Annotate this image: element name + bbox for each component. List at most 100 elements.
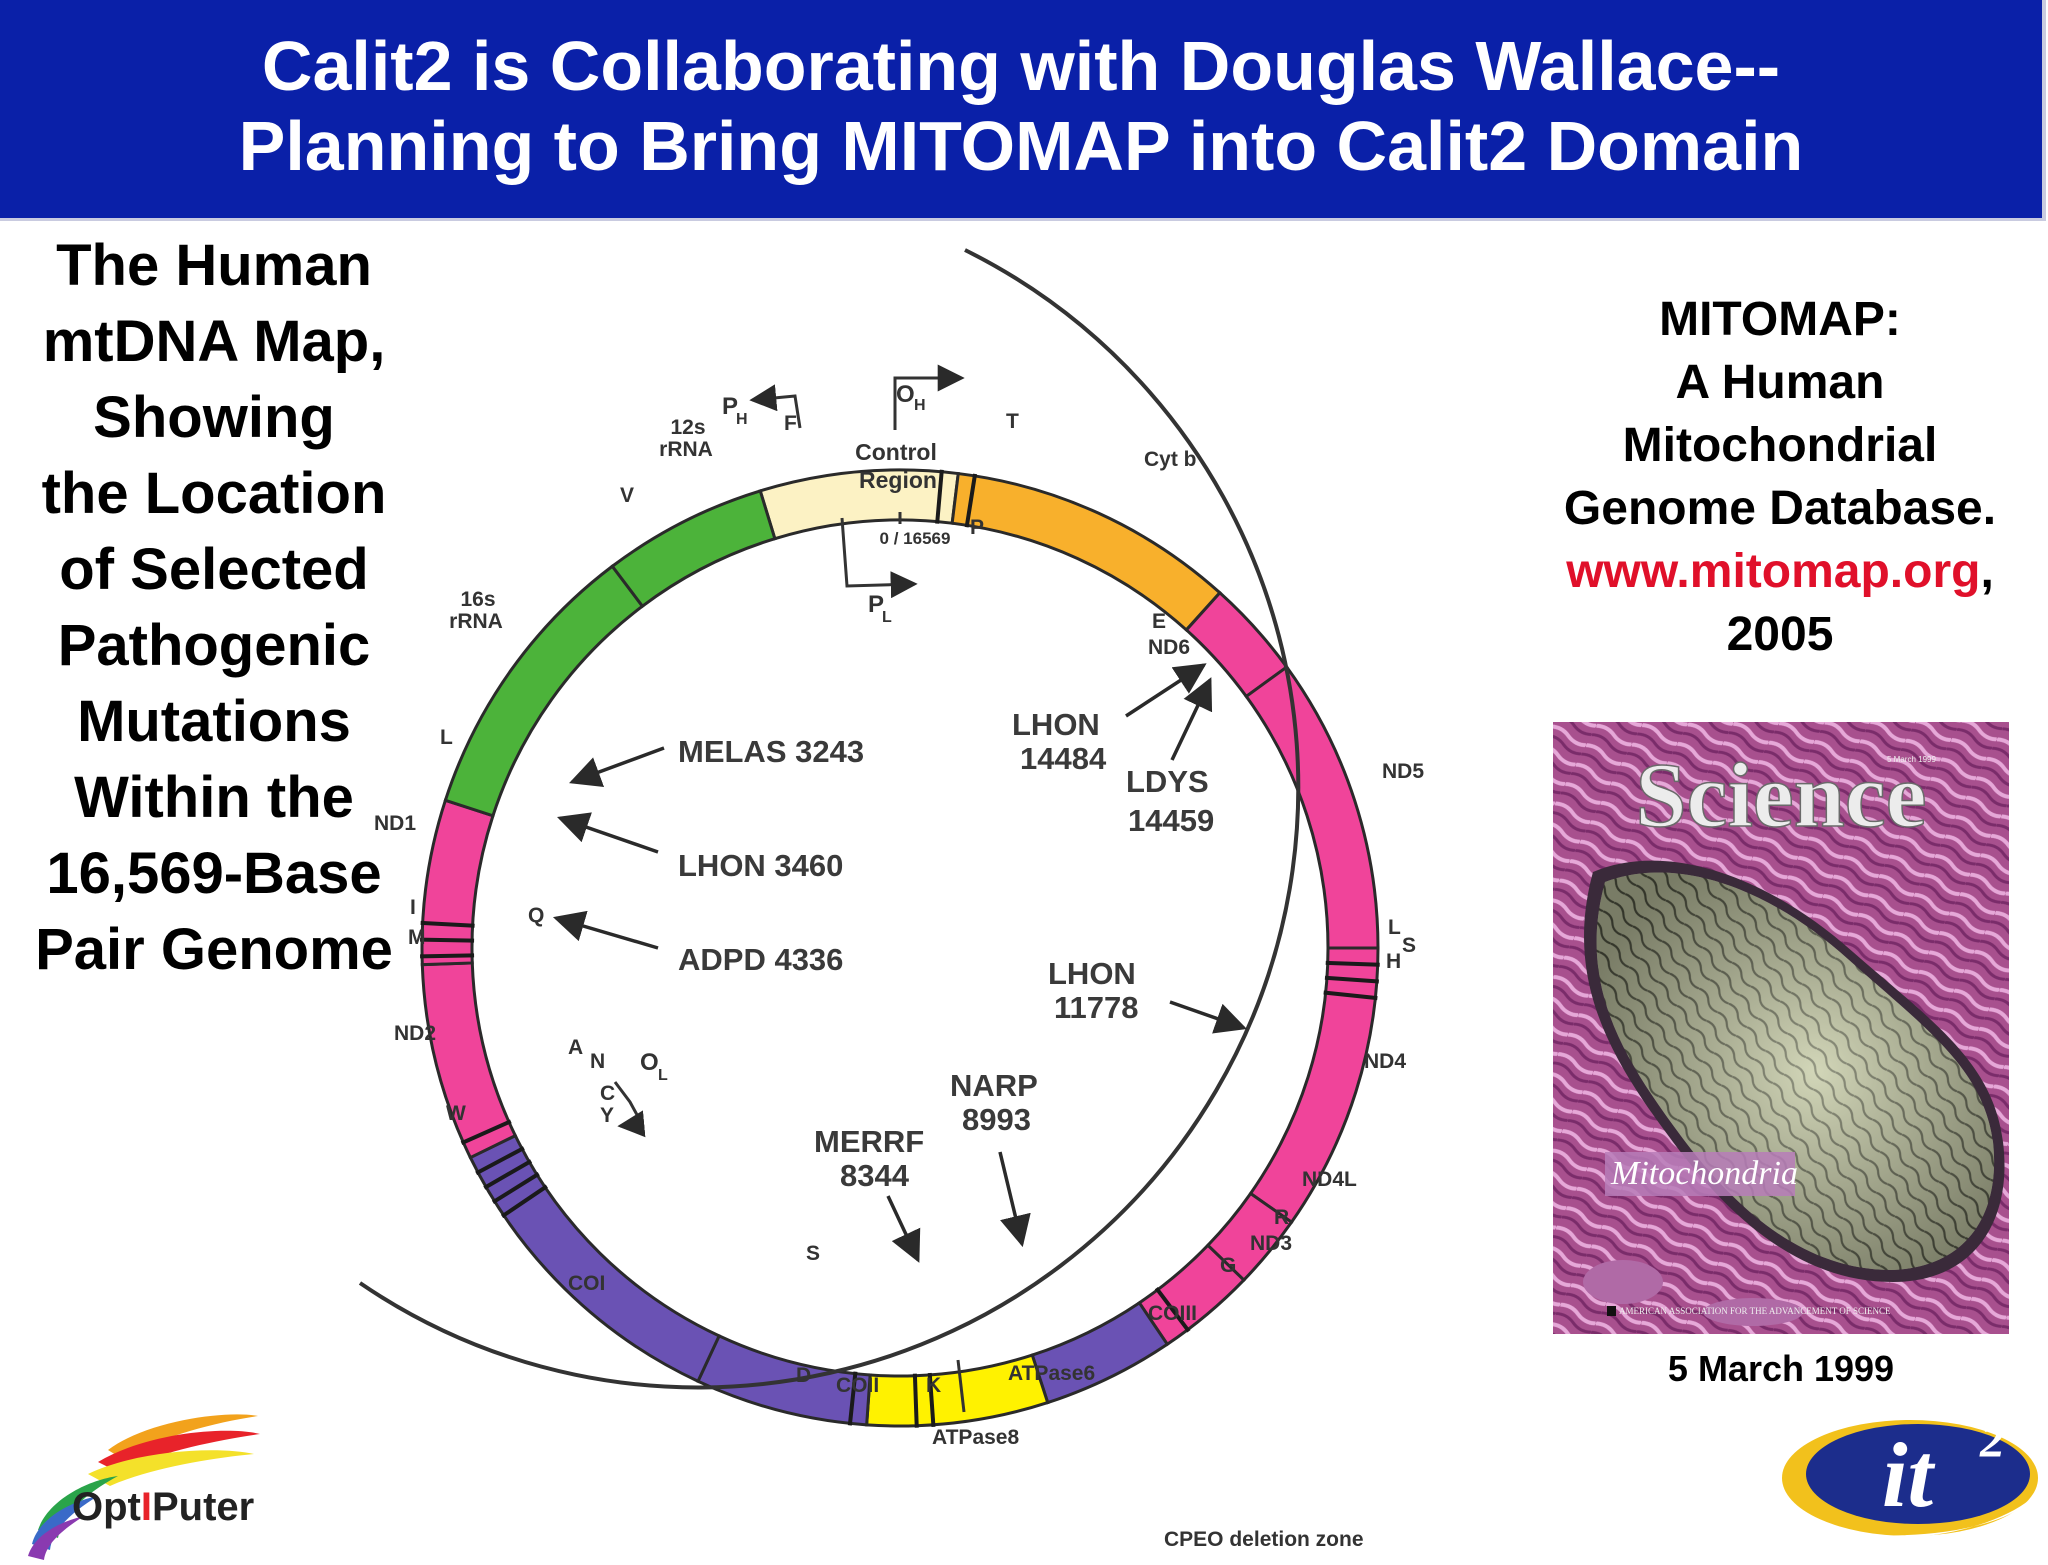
rrna16-label: 16s — [460, 588, 495, 611]
rrna16-label: rRNA — [449, 610, 503, 633]
cytb-label: Cyt b — [1144, 448, 1197, 471]
trna-r-label: R — [1274, 1206, 1289, 1229]
right-caption-line: Genome Database. — [1563, 482, 1997, 535]
right-caption: MITOMAP: A Human Mitochondrial Genome Da… — [1520, 288, 2040, 666]
nd5-label: ND5 — [1382, 760, 1424, 783]
trna-tick — [1324, 975, 1379, 984]
trna-tick — [1325, 960, 1380, 967]
slide-title-line-1: Calit2 is Collaborating with Douglas Wal… — [261, 27, 1781, 105]
right-caption-line: A Human — [1675, 356, 1885, 409]
left-caption-line: the Location — [41, 461, 387, 526]
trna-w-label: W — [446, 1102, 466, 1125]
left-caption-line: Mutations — [77, 689, 351, 754]
nd4-label: ND4 — [1364, 1050, 1406, 1073]
optiputer-logo-text: I — [141, 1485, 152, 1529]
trna-tick — [912, 1373, 919, 1428]
ph-label: P — [722, 393, 738, 420]
left-caption: The Human mtDNA Map, Showing the Locatio… — [14, 228, 414, 988]
cover-date: 5 March 1999 — [1887, 755, 1936, 764]
oh-subscript: H — [914, 397, 926, 414]
left-caption-line: Pathogenic — [57, 613, 371, 678]
control-region-label: Control — [855, 439, 937, 465]
left-caption-line: Showing — [93, 385, 335, 450]
nd4l-label: ND4L — [1302, 1168, 1357, 1191]
mitomap-link[interactable]: www.mitomap.org — [1566, 545, 1981, 598]
ldys-mutation-label: LDYS — [1126, 764, 1209, 799]
trna-tick — [420, 937, 475, 943]
cover-publisher: AMERICAN ASSOCIATION FOR THE ADVANCEMENT… — [1619, 1306, 1891, 1316]
trna-tick — [964, 473, 978, 528]
cytb-segment — [950, 471, 1222, 633]
control-region-label: Region — [859, 467, 937, 493]
trna-l2-label: L — [1388, 916, 1401, 939]
adpd-mutation-label: ADPD 4336 — [678, 942, 843, 977]
nd5-segment — [1244, 664, 1380, 950]
atpase6-label: ATPase6 — [1008, 1362, 1095, 1385]
trna-tick — [420, 920, 475, 928]
cpeo-label: CPEO deletion zone — [1164, 1528, 1364, 1551]
pl-label: P — [868, 591, 884, 618]
trna-d-label: D — [796, 1364, 811, 1387]
coiii-label: COIII — [1148, 1302, 1197, 1325]
optiputer-logo: OptIPuter — [28, 1410, 298, 1565]
cover-caption: 5 March 1999 — [1667, 1348, 1895, 1389]
calit2-logo-superscript: 2 — [1979, 1411, 2005, 1467]
calit2-logo-text: it — [1882, 1424, 1936, 1526]
trna-g-label: G — [1220, 1254, 1236, 1277]
lhon-11778-mutation-label: LHON — [1048, 956, 1136, 991]
atpase8-label: ATPase8 — [932, 1426, 1019, 1449]
origin-label: 0 / 16569 — [880, 529, 951, 548]
left-caption-line: of Selected — [59, 537, 369, 602]
lhon-14484-mutation-label: 14484 — [1020, 741, 1107, 776]
trna-a-label: A — [568, 1036, 583, 1059]
lhon-11778-mutation-label: 11778 — [1054, 990, 1139, 1025]
trna-s-label: S — [806, 1242, 820, 1265]
trna-i-label: I — [410, 896, 416, 919]
pl-subscript: L — [882, 609, 892, 626]
trna-q-label: Q — [528, 904, 544, 927]
optiputer-logo-text: Opt — [72, 1485, 141, 1529]
merrf-mutation-label: 8344 — [840, 1158, 910, 1193]
trna-tick — [1154, 1287, 1191, 1333]
url-suffix: , — [1980, 545, 1994, 598]
trna-s2-label: S — [1402, 934, 1416, 957]
left-caption-line: Pair Genome — [35, 917, 393, 982]
optiputer-logo-text: Puter — [152, 1485, 254, 1529]
calit2-logo: it 2 — [1770, 1398, 2045, 1553]
promoter-arrows — [613, 364, 966, 1413]
trna-m-label: M — [408, 926, 426, 949]
left-caption-line: 16,569-Base — [46, 841, 382, 906]
nd2-segment — [420, 961, 518, 1160]
right-caption-year: 2005 — [1726, 608, 1834, 661]
rrna12-segment — [610, 489, 777, 609]
ph-subscript: H — [736, 411, 748, 428]
url-line: www.mitomap.org, — [1520, 540, 2040, 603]
narp-mutation-label: 8993 — [962, 1102, 1031, 1137]
slide-title-line-2: Planning to Bring MITOMAP into Calit2 Do… — [238, 107, 1804, 185]
oh-label: O — [896, 381, 915, 408]
trna-tick — [475, 1146, 525, 1176]
left-caption-line: Within the — [74, 765, 354, 830]
right-caption-line: MITOMAP: — [1659, 293, 1901, 346]
lhon-14484-mutation-label: LHON — [1012, 707, 1100, 742]
coi-label: COI — [568, 1272, 605, 1295]
trna-f-label: F — [784, 412, 797, 435]
trna-tick — [420, 953, 475, 959]
cover-title: Science — [1635, 744, 1926, 846]
merrf-mutation-label: MERRF — [814, 1124, 924, 1159]
cover-subtitle: Mitochondria — [1610, 1155, 1798, 1192]
trna-v-label: V — [620, 484, 634, 507]
trna-c-label: C — [600, 1082, 615, 1105]
trna-tick — [483, 1159, 533, 1190]
left-caption-line: The Human — [56, 233, 372, 298]
mutation-arrows — [552, 663, 1247, 1263]
trna-e-label: E — [1152, 610, 1166, 633]
trna-p-label: P — [970, 516, 984, 539]
trna-n-label: N — [590, 1050, 605, 1073]
narp-mutation-label: NARP — [950, 1068, 1038, 1103]
genome-ring — [420, 468, 1380, 1428]
trna-y-label: Y — [600, 1104, 614, 1127]
trna-tick — [500, 1184, 548, 1219]
ldys-mutation-label: 14459 — [1128, 803, 1214, 838]
